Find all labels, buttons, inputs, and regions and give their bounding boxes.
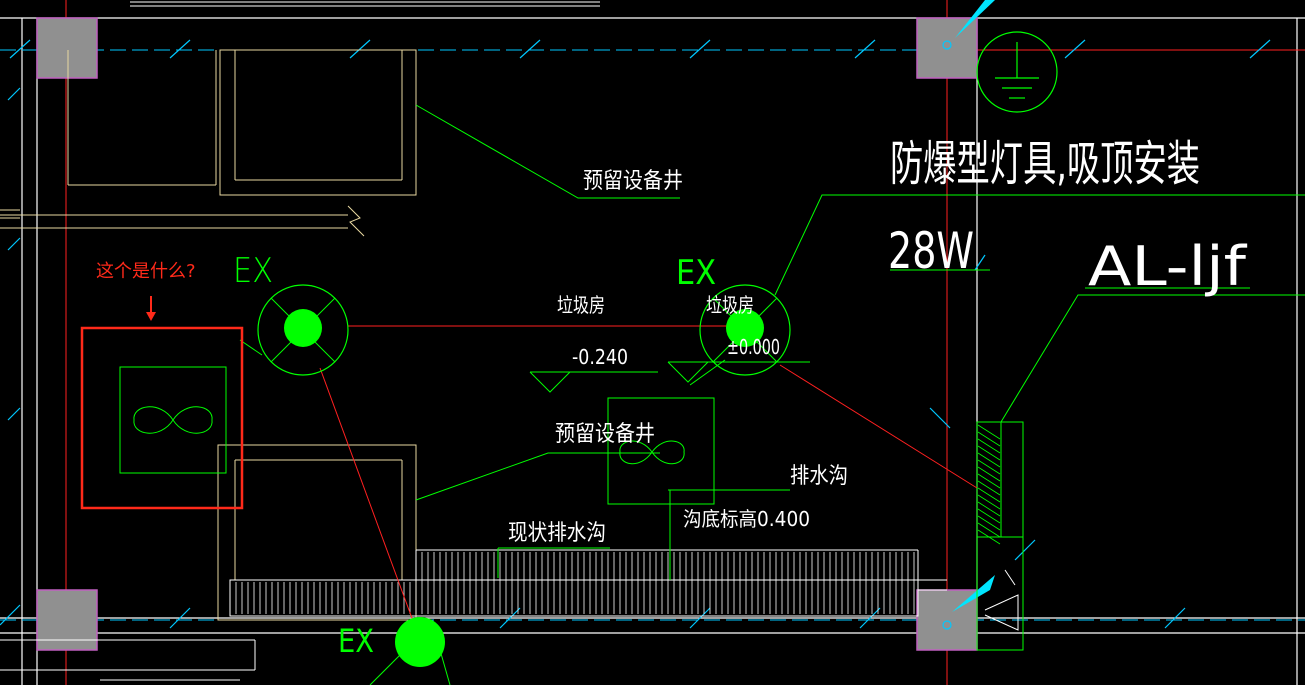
- drain-ditch-hatch: [229, 549, 947, 617]
- lamp-ex-3: [369, 617, 451, 685]
- ex-label-2: EX: [676, 253, 716, 293]
- break-line: [0, 205, 365, 237]
- lamp-ex-1: [257, 284, 349, 376]
- panel-label: AL-ljf: [1088, 235, 1248, 298]
- garbage-room-label-1: 垃圾房: [557, 293, 605, 317]
- power-label: 28W: [888, 222, 974, 280]
- lamp-ex-2: [699, 284, 791, 376]
- drain-ditch-label: 排水沟: [790, 464, 848, 489]
- exhaust-fan-left: [119, 366, 227, 474]
- ex-label-3: EX: [338, 622, 374, 660]
- elevation-label-1: -0.240: [572, 345, 628, 369]
- cyan-arrow-markers: [952, 0, 995, 612]
- axis-ticks: [0, 39, 1271, 629]
- reserved-shaft-label-2: 预留设备井: [555, 422, 655, 447]
- grounding-symbol: [976, 31, 1058, 113]
- elevation-markers: [529, 361, 810, 393]
- highlight-box: [80, 326, 244, 510]
- question-label: 这个是什么?: [96, 261, 196, 282]
- reserved-shaft-upper: [67, 49, 417, 196]
- garbage-room-label-2: 垃圾房: [706, 293, 754, 317]
- reserved-shaft-label-1: 预留设备井: [583, 169, 683, 194]
- ex-label-1: EX: [233, 251, 273, 291]
- elevation-label-2: ±0.000: [727, 335, 780, 359]
- exhaust-fan-center: [607, 397, 715, 505]
- reserved-shaft-lower: [217, 444, 417, 621]
- left-axis-ticks: [7, 87, 21, 421]
- red-wiring: [319, 325, 978, 641]
- existing-drain-label: 现状排水沟: [508, 521, 606, 546]
- drain-hatch-lines: [235, 552, 915, 614]
- panel-box: [976, 421, 1024, 651]
- top-wall-hatch: [130, 1, 600, 7]
- wall-outline: [0, 17, 1305, 685]
- ditch-bottom-label: 沟底标高0.400: [683, 507, 810, 531]
- bottom-left-lines: [0, 639, 256, 681]
- leader-lines: [239, 104, 1305, 580]
- highlight-arrow: [146, 296, 156, 321]
- red-axis-lines: [65, 0, 1305, 685]
- lamp-title-label: 防爆型灯具,吸顶安装: [890, 136, 1200, 192]
- structural-columns: [36, 17, 978, 651]
